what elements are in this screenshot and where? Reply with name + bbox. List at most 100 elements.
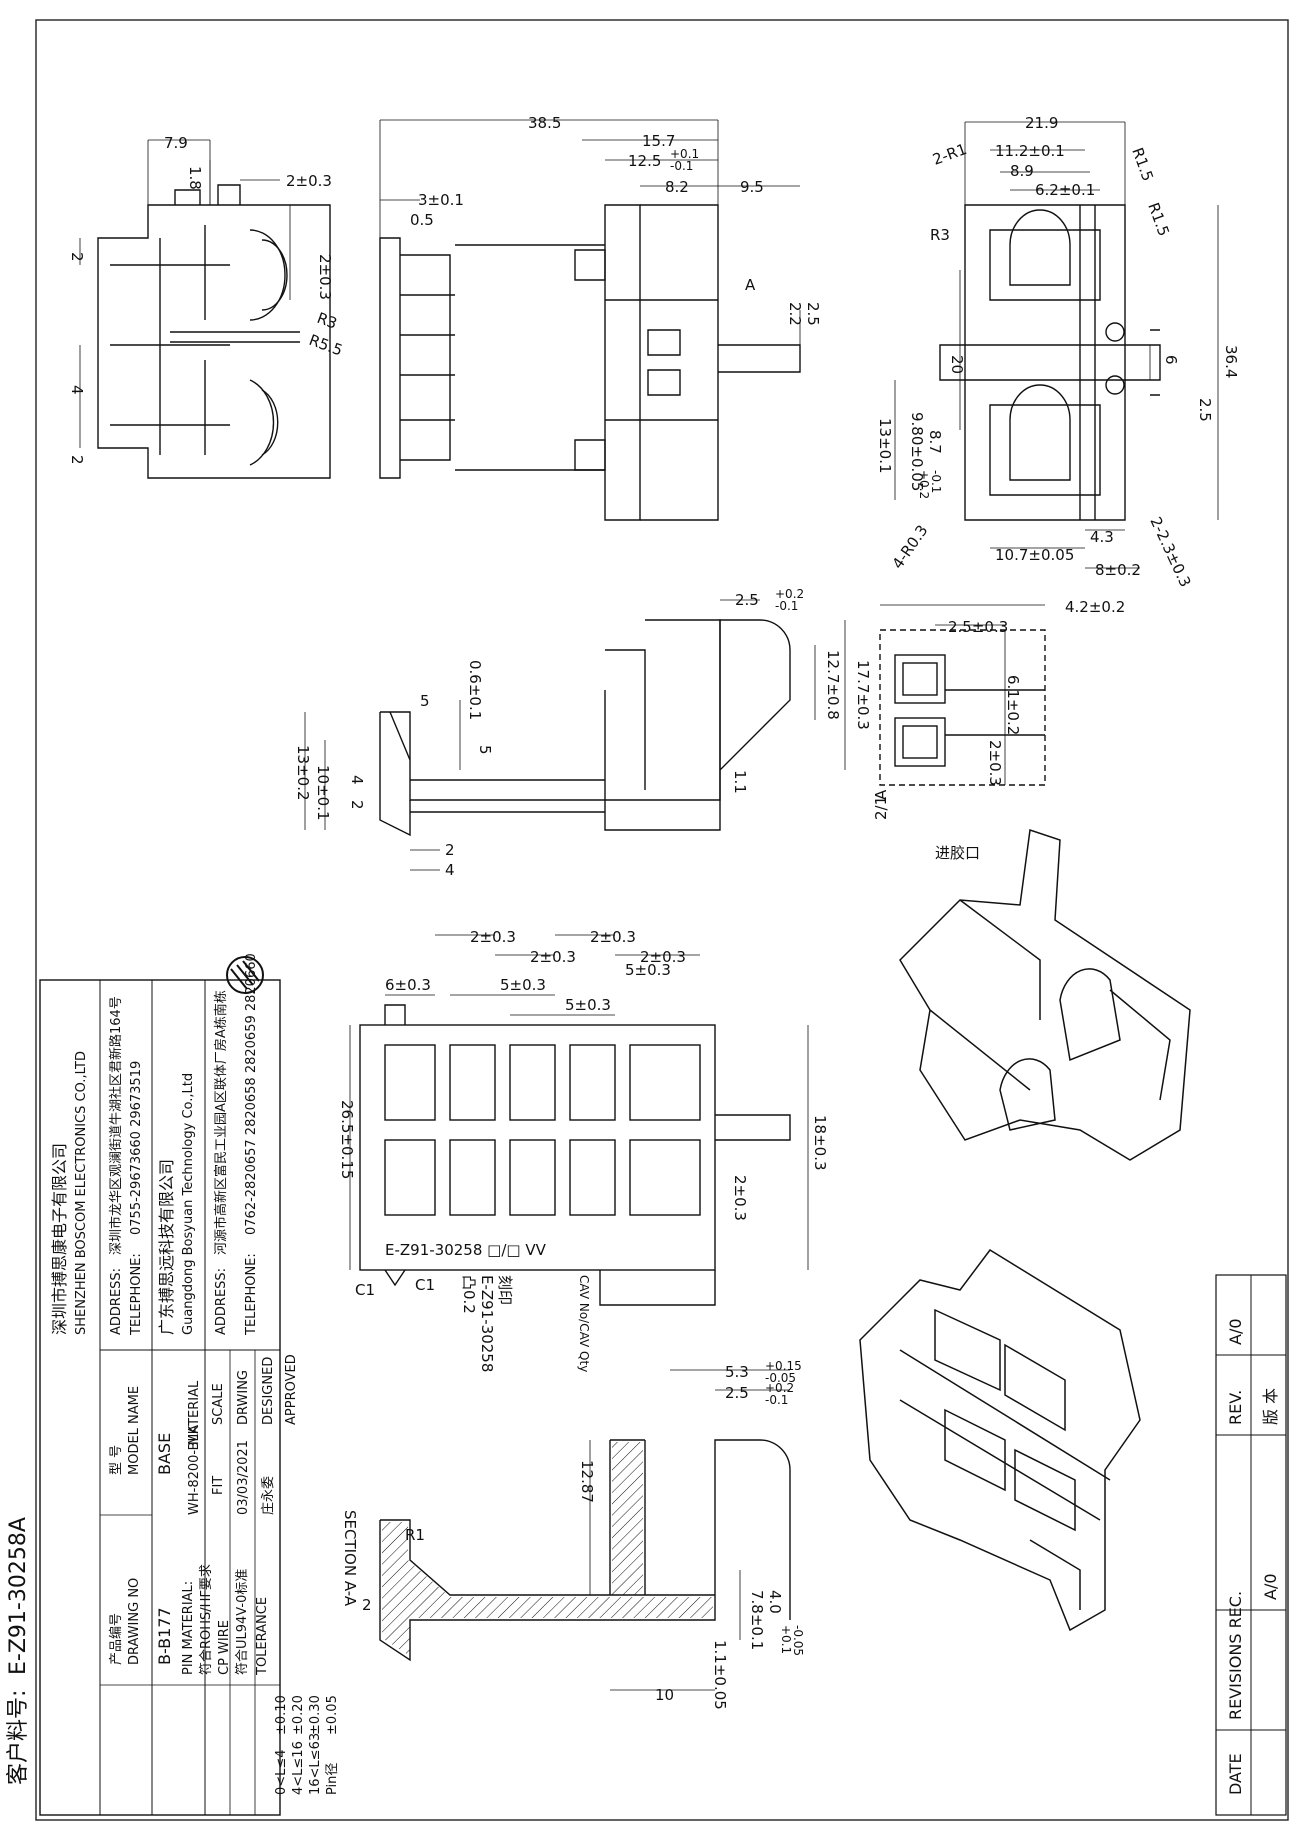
cp-wire-value: 符合UL94V-0标准 xyxy=(234,1569,250,1675)
dim-1-1-sec: 1.1±0.05 xyxy=(711,1640,729,1710)
dim-8-7-plus: +0.2 xyxy=(917,470,931,499)
dim-26-5: 26.5±0.15 xyxy=(338,1100,356,1179)
section-view xyxy=(379,1439,791,1662)
company-cn: 深圳市搏思康电子有限公司 xyxy=(50,1143,69,1335)
dim-12-5-minus: -0.1 xyxy=(670,159,693,173)
dim-12-5-plus: +0.1 xyxy=(670,147,699,161)
dim-2-5-sec-plus: +0.2 xyxy=(765,1381,794,1395)
pin-material-label: PIN MATERIAL: xyxy=(181,1581,196,1675)
telephone-2: 0762-2820657 2820658 2820659 2820660 xyxy=(244,953,259,1235)
dim-2-5-side: 2.5 xyxy=(735,591,759,609)
dim-13-0-2: 13±0.2 xyxy=(294,745,312,801)
drawing-label-cn: 产品编号 xyxy=(109,1613,124,1665)
dim-12-7: 12.7±0.8 xyxy=(824,650,842,720)
customer-pn: E-Z91-30258A xyxy=(6,1517,31,1675)
company2-en: Guangdong Bosyuan Technology Co.,Ltd xyxy=(181,1073,196,1335)
dim-4: 4 xyxy=(68,385,86,395)
dim-8-7-minus: -0.1 xyxy=(929,470,943,493)
scale-value: FIT xyxy=(211,1476,226,1495)
rev-label-cn: 版 本 xyxy=(1261,1388,1280,1425)
dim-21-9: 21.9 xyxy=(1025,114,1058,132)
gate-note: 进胶口 xyxy=(935,844,980,862)
dim-4-0: 4.0 xyxy=(766,1590,784,1614)
dim-4-side: 4 xyxy=(348,775,366,785)
dim-4-2-0-2: 4.2±0.2 xyxy=(1065,598,1125,616)
dim-17-7: 17.7±0.3 xyxy=(854,660,872,730)
dim-5-3-plus: +0.15 xyxy=(765,1359,802,1373)
dim-r5-5: R5.5 xyxy=(307,331,345,360)
front-view xyxy=(379,204,801,521)
dim-2-r1: 2-R1 xyxy=(930,140,969,169)
dim-10-0-1: 10±0.1 xyxy=(314,765,332,821)
dim-2-0-3-detail: 2±0.3 xyxy=(986,740,1004,786)
dim-5-c: 5±0.3 xyxy=(565,996,611,1014)
pin-hole-lower xyxy=(1105,375,1125,395)
designed-value: 庄永委 xyxy=(260,1476,276,1515)
dim-5-3: 5.3 xyxy=(725,1363,749,1381)
customer-pn-label: 客户料号: xyxy=(6,1690,31,1785)
company-logo xyxy=(226,956,264,994)
bottom-view-dims xyxy=(349,934,809,1270)
dim-5-3-minus: -0.05 xyxy=(765,1371,796,1385)
revisions-table: DATE REVISIONS REC. A/0 版 本 REV. A/0 xyxy=(1215,1274,1287,1816)
material-label: MATERIAL xyxy=(187,1380,202,1445)
chamfer-c1-right: C1 xyxy=(415,1276,435,1294)
dim-2-5-right: 2.5 xyxy=(1196,398,1214,422)
detail-a-label: A xyxy=(872,789,890,800)
dim-4-r0-3: 4-R0.3 xyxy=(889,522,932,573)
cp-wire-label: CP WIRE xyxy=(217,1620,232,1675)
dim-1-1-side: 1.1 xyxy=(731,770,749,794)
dim-5-mid: 5 xyxy=(476,745,494,755)
dim-7-9: 7.9 xyxy=(164,134,188,152)
section-dims xyxy=(589,1369,790,1691)
tolerance-range-3: 16<L≤63 xyxy=(308,1733,323,1795)
dim-8-0-2: 8±0.2 xyxy=(1095,561,1141,579)
dim-r3-left: R3 xyxy=(315,309,340,333)
dim-2-5-0-3: 2.5±0.3 xyxy=(948,618,1008,636)
dim-r1-5-a: R1.5 xyxy=(1128,145,1157,183)
dim-2-5-sec: 2.5 xyxy=(725,1384,749,1402)
dim-12-87: 12.87 xyxy=(578,1460,596,1503)
dim-4-bottom-side: 4 xyxy=(445,861,455,879)
dim-1-8: 1.8 xyxy=(186,166,204,190)
dim-r1-sec: R1 xyxy=(405,1526,425,1544)
dim-2-side: 2 xyxy=(348,800,366,810)
date-label: DATE xyxy=(1226,1753,1245,1795)
section-title: SECTION A-A xyxy=(341,1510,359,1607)
side-view-dims xyxy=(304,599,846,871)
dim-10-sec: 10 xyxy=(655,1686,674,1704)
note-raised: 凸0.2 xyxy=(460,1275,478,1314)
dim-13-0-1: 13±0.1 xyxy=(876,418,894,474)
note-part-number: E-Z91-30258 xyxy=(478,1275,496,1372)
drawing-label-en: DRAWING NO xyxy=(127,1578,142,1665)
address-label-1: ADDRESS: xyxy=(109,1268,124,1335)
dim-2-0-3-side: 2±0.3 xyxy=(316,254,334,300)
chamfer-c1-left: C1 xyxy=(355,1281,375,1299)
dim-3-0-1: 3±0.1 xyxy=(418,191,464,209)
dim-4-0-plus: +0.1 xyxy=(779,1625,793,1654)
dim-7-8: 7.8±0.1 xyxy=(748,1590,766,1650)
left-view-dims xyxy=(79,139,291,448)
pin-hole-upper xyxy=(1105,322,1125,342)
company2-cn: 广东搏思远科技有限公司 xyxy=(157,1159,176,1335)
dim-9-5: 9.5 xyxy=(740,178,764,196)
approved-label: APPROVED xyxy=(284,1354,299,1425)
material-value: WH-8200-BLK xyxy=(187,1425,202,1515)
rev-value-top: A/0 xyxy=(1261,1573,1280,1600)
dim-2-b: 2±0.3 xyxy=(530,948,576,966)
model-value: BASE xyxy=(155,1433,174,1475)
isometric-view-top xyxy=(899,829,1191,1161)
designed-label: DESIGNED xyxy=(261,1357,276,1425)
dim-6-1-0-2: 6.1±0.2 xyxy=(1004,675,1022,735)
tolerance-range-2: 4<L≤16 xyxy=(291,1741,306,1795)
dim-2-d: 2±0.3 xyxy=(640,948,686,966)
detail-a-view xyxy=(879,629,1046,786)
tolerance-label: TOLERANCE xyxy=(255,1597,270,1676)
section-hatch-wall xyxy=(612,1442,643,1595)
dim-18-0-3: 18±0.3 xyxy=(811,1115,829,1171)
dim-15-7: 15.7 xyxy=(642,132,675,150)
dim-2-bottom-side: 2 xyxy=(445,841,455,859)
dim-2-top: 2 xyxy=(68,252,86,262)
company-en: SHENZHEN BOSCOM ELECTRONICS CO.,LTD xyxy=(74,1051,89,1335)
